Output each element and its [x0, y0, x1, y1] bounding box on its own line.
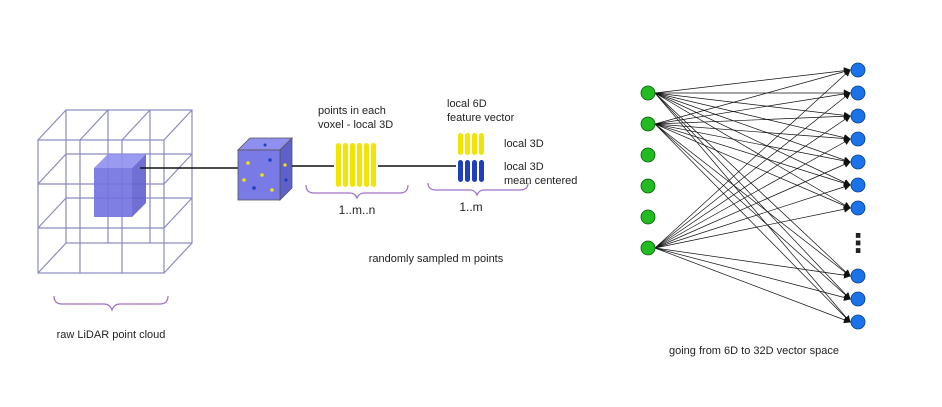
network-edge	[654, 92, 851, 323]
network-edge	[654, 123, 851, 187]
network-edge	[654, 247, 851, 279]
feature-yellow-bars	[458, 133, 484, 155]
features-brace	[427, 182, 529, 197]
network-edge	[654, 92, 851, 142]
local3d-label: local 3D	[504, 138, 544, 150]
output-node	[850, 62, 866, 78]
network-edge	[654, 123, 851, 277]
network-edge	[654, 92, 851, 300]
feature-label-1: local 6D	[447, 98, 487, 110]
network-edge	[654, 92, 851, 277]
network-edge	[654, 123, 851, 143]
range-1mn-label: 1..m..n	[339, 203, 376, 217]
sampled-label: randomly sampled m points	[369, 253, 504, 265]
input-node	[640, 240, 656, 256]
input-node	[640, 209, 656, 225]
network-edge	[654, 123, 851, 300]
network-edge	[654, 161, 851, 249]
network-edge	[654, 68, 851, 125]
network-edge	[654, 67, 851, 94]
network-edge	[654, 92, 851, 209]
output-node	[850, 314, 866, 330]
range-1m-label: 1..m	[459, 200, 482, 214]
points-voxel-label-1: points in each	[318, 105, 386, 117]
network-edge	[654, 90, 851, 125]
network-edge	[654, 205, 851, 249]
points-brace	[305, 184, 409, 200]
points-voxel-label-2: voxel - local 3D	[318, 119, 393, 131]
network-edge	[654, 112, 851, 125]
network-edge	[654, 92, 851, 186]
network-edge	[654, 123, 851, 323]
output-node	[850, 177, 866, 193]
cloud-brace	[53, 295, 169, 312]
vector-space-label: going from 6D to 32D vector space	[669, 345, 839, 357]
point-bars	[336, 143, 376, 187]
output-node	[850, 268, 866, 284]
network-edge	[654, 247, 851, 301]
network-edge	[654, 247, 851, 324]
output-node	[850, 108, 866, 124]
network-edge	[654, 92, 851, 119]
network-edge	[654, 69, 851, 249]
voxel-cube	[237, 137, 293, 201]
highlighted-voxel	[94, 154, 146, 217]
input-nodes	[640, 85, 656, 256]
output-node	[850, 85, 866, 101]
output-nodes	[850, 62, 866, 330]
raw-cloud-label: raw LiDAR point cloud	[57, 329, 166, 341]
network-edge	[654, 123, 851, 209]
local3d-mc-label-2: mean centered	[504, 175, 577, 187]
network-ellipsis: ⋮	[845, 228, 871, 258]
feature-blue-bars	[458, 160, 484, 182]
network-edge	[654, 115, 851, 249]
input-node	[640, 178, 656, 194]
network-edge	[654, 183, 851, 249]
input-node	[640, 147, 656, 163]
input-node	[640, 116, 656, 132]
network-edge	[654, 123, 851, 165]
output-node	[850, 291, 866, 307]
network-edge	[654, 92, 851, 249]
output-node	[850, 154, 866, 170]
output-node	[850, 200, 866, 216]
input-node	[640, 85, 656, 101]
output-node	[850, 131, 866, 147]
feature-label-2: feature vector	[447, 112, 515, 124]
local3d-mc-label-1: local 3D	[504, 161, 544, 173]
network-edges	[654, 67, 851, 324]
network-edge	[654, 92, 851, 164]
network-edge	[654, 138, 851, 249]
